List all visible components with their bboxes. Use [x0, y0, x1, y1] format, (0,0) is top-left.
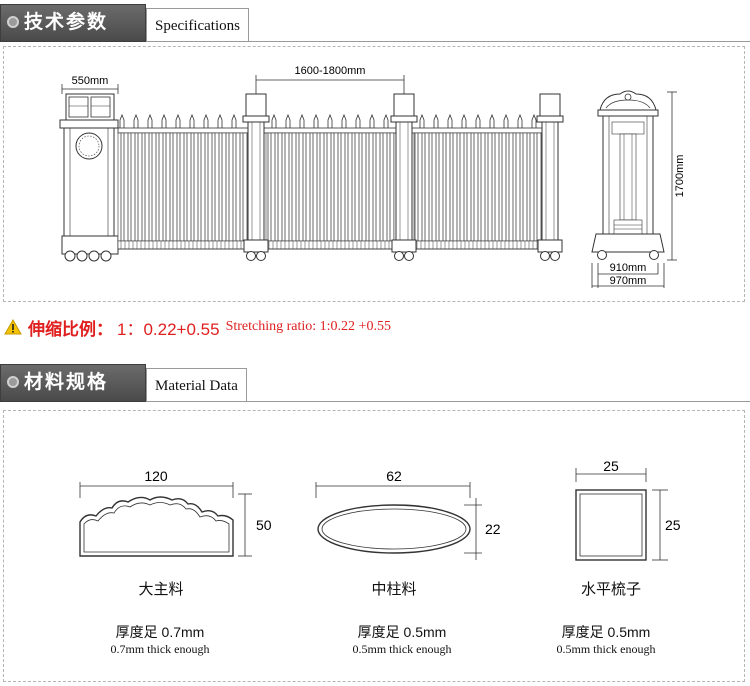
middle-column-width: 62 [386, 468, 402, 484]
ratio-label-cn: 伸缩比例： [28, 319, 113, 339]
middle-column-profile: 62 22 [315, 468, 501, 560]
specifications-title-en: Specifications [146, 8, 249, 42]
dim-post-label: 550mm [72, 75, 109, 87]
gate-drawing-frame [3, 46, 745, 302]
gate-head-cabinet [59, 93, 119, 262]
bullet-icon [7, 376, 19, 388]
material-title-en: Material Data [146, 368, 247, 402]
gate-side-view [591, 90, 665, 260]
middle-column-height: 22 [485, 521, 501, 537]
dim-width-inner-label: 910mm [610, 262, 647, 274]
warning-icon [4, 319, 22, 335]
specifications-header: 技术参数 Specifications [0, 4, 750, 42]
gate-technical-drawing: 550mm 1600-1800mm [59, 65, 686, 288]
specifications-title-cn: 技术参数 [24, 12, 109, 33]
material-title-cn: 材料规格 [24, 372, 109, 393]
dim-width-outer-label: 970mm [610, 275, 647, 287]
gate-middle-posts [242, 93, 564, 261]
main-rail-profile: 120 50 [79, 468, 272, 557]
gate-fence-panels [117, 113, 549, 250]
main-rail-thickness: 厚度足 0.7mm [115, 624, 205, 640]
dim-height-label: 1700mm [674, 155, 686, 198]
material-frame [3, 410, 745, 682]
main-rail-thickness-en: 0.7mm thick enough [110, 642, 210, 656]
ratio-label-en: Stretching ratio: 1:0.22 +0.55 [225, 319, 391, 334]
middle-column-thickness: 厚度足 0.5mm [357, 624, 447, 640]
horizontal-comb-profile: 25 25 [575, 458, 681, 561]
comb-height: 25 [665, 517, 681, 533]
comb-thickness-en: 0.5mm thick enough [556, 642, 656, 656]
main-rail-name: 大主料 [138, 581, 184, 598]
material-profiles: 120 50 62 22 25 25 [79, 458, 681, 561]
dim-span-label: 1600-1800mm [295, 65, 366, 77]
middle-column-name: 中柱料 [371, 581, 417, 598]
ratio-value: 1：0.22+0.55 [117, 319, 220, 339]
comb-name: 水平梳子 [580, 581, 641, 598]
comb-width: 25 [603, 458, 619, 474]
main-rail-height: 50 [256, 517, 272, 533]
comb-thickness: 厚度足 0.5mm [561, 624, 651, 640]
dim-side-widths: 910mm 970mm [591, 262, 665, 288]
dim-height: 1700mm [667, 91, 686, 261]
bullet-icon [7, 16, 19, 28]
middle-column-thickness-en: 0.5mm thick enough [352, 642, 452, 656]
stretching-ratio: 伸缩比例： 1：0.22+0.55 Stretching ratio: 1:0.… [4, 316, 391, 339]
dim-post-width: 550mm [61, 75, 119, 94]
main-rail-width: 120 [144, 468, 168, 484]
material-data-header: 材料规格 Material Data [0, 364, 750, 402]
dim-span: 1600-1800mm [255, 65, 405, 98]
